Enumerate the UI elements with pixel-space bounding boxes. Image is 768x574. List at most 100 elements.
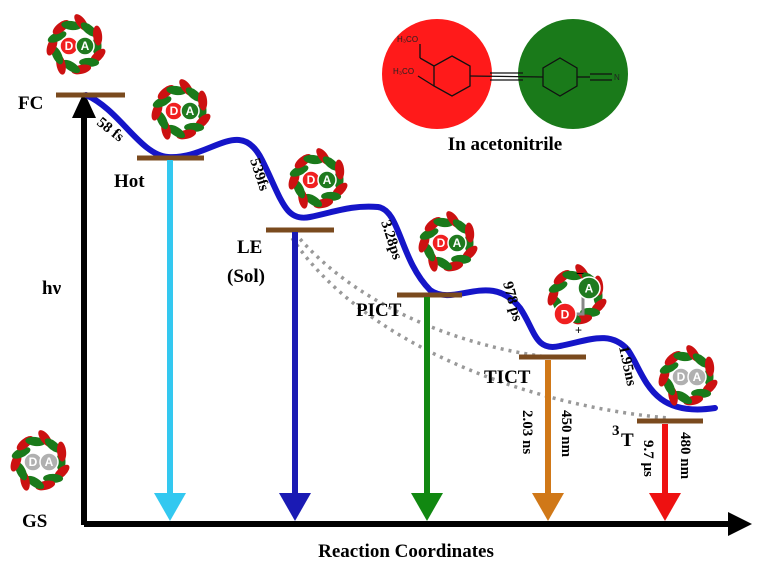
solvent-molecule-icon: [303, 154, 324, 165]
solvent-molecule-icon: [289, 165, 309, 177]
acceptor-circle: [447, 233, 467, 253]
solvent-molecule-icon: [198, 90, 208, 111]
solvent-shell-icon: [658, 345, 718, 406]
triplet-emission-arrowhead: [649, 493, 681, 521]
solvent-molecule-icon: [61, 20, 82, 31]
solvent-molecule-icon: [57, 441, 67, 462]
solvent-molecule-icon: [434, 256, 453, 271]
fc-label: FC: [18, 93, 43, 114]
minus-sign: −: [576, 265, 584, 281]
acceptor-letter: A: [323, 173, 332, 187]
acceptor-circle: [75, 36, 95, 56]
acceptor-anion-circle: [577, 276, 601, 300]
pict-emission-arrowhead: [411, 493, 443, 521]
le-emission-arrowhead: [279, 493, 311, 521]
le-sol-label: (Sol): [227, 266, 265, 287]
acceptor-region-circle: [518, 19, 628, 129]
donor-region-circle: [382, 19, 492, 129]
tict-t-time: 1.95ns: [615, 345, 639, 388]
y-axis-arrowhead: [72, 92, 96, 118]
solvent-shell-icon: [10, 430, 70, 491]
nitrile-label: N: [614, 73, 620, 82]
emission-labels: 2.03 ns 450 nm 9.7 μs 480 nm: [519, 410, 693, 480]
acceptor-circle: [687, 367, 707, 387]
solvent-molecule-icon: [25, 436, 46, 447]
solvent-molecule-icon: [167, 124, 186, 139]
solvent-molecule-icon: [335, 159, 345, 180]
energy-levels: [56, 92, 703, 424]
methoxy-label-bottom: H₃CO: [393, 67, 414, 76]
dotted-path-le-triplet: [290, 237, 669, 420]
solvent-molecule-icon: [152, 96, 172, 108]
donor-cation-circle: [553, 302, 577, 326]
acceptor-letter: A: [693, 370, 702, 384]
x-axis-arrowhead: [728, 512, 752, 536]
molecule-inset: H₃CO H₃CO N In acetonitrile: [382, 19, 628, 155]
solvent-shell-icon: [288, 148, 348, 209]
solvent-molecule-icon: [62, 59, 81, 74]
x-axis-label: Reaction Coordinates: [318, 541, 494, 562]
axes: [72, 92, 752, 536]
solvent-molecule-icon: [674, 390, 693, 405]
acceptor-letter: A: [453, 236, 462, 250]
solvent-shell-icon: [418, 211, 478, 272]
solvent-molecule-icon: [548, 281, 568, 293]
donor-letter: D: [437, 236, 446, 250]
acceptor-circle: [39, 452, 59, 472]
donor-letter: D: [307, 173, 316, 187]
solvent-molecule-icon: [47, 31, 67, 43]
acceptor-letter: A: [186, 104, 195, 118]
state-labels: FC Hot LE (Sol) PICT TICT 3 T GS hν Reac…: [18, 93, 634, 562]
solvent-caption: In acetonitrile: [448, 134, 563, 155]
pict-label: PICT: [356, 300, 402, 321]
hot-le-time: 539fs: [246, 156, 272, 193]
solvent-molecule-icon: [26, 475, 45, 490]
solvent-molecule-icon: [11, 447, 31, 459]
acceptor-circle: [317, 170, 337, 190]
tict-wavelength-label: 450 nm: [558, 410, 574, 458]
gs-label: GS: [22, 511, 47, 532]
solvent-molecule-icon: [673, 351, 694, 362]
donor-letter: D: [29, 455, 38, 469]
dotted-path-le-tict: [293, 231, 549, 359]
acceptor-letter: A: [585, 282, 594, 296]
solvent-molecule-icon: [166, 85, 187, 96]
solvent-molecule-icon: [93, 25, 103, 46]
pict-tict-time: 978 ps: [499, 280, 525, 323]
solvent-molecule-icon: [562, 270, 583, 281]
hot-emission-arrowhead: [154, 493, 186, 521]
solvent-shell-icon: [46, 14, 106, 75]
donor-letter: D: [677, 370, 686, 384]
molecule-cluster-tict: D A + −: [547, 264, 607, 337]
triplet-superscript: 3: [612, 423, 620, 439]
solvent-molecule-icon: [304, 193, 323, 208]
time-constants: 58 fs 539fs 3.28ps 978 ps 1.95ns: [94, 115, 640, 388]
tict-label: TICT: [484, 367, 531, 388]
le-label: LE: [237, 237, 262, 258]
acceptor-letter: A: [45, 455, 54, 469]
solvent-molecule-icon: [705, 356, 715, 377]
triplet-wavelength-label: 480 nm: [677, 432, 693, 480]
tict-lifetime-label: 2.03 ns: [519, 410, 535, 454]
chemical-structure-icon: [417, 44, 612, 97]
donor-letter: D: [65, 39, 74, 53]
donor-letter: D: [170, 104, 179, 118]
donor-letter: D: [561, 308, 570, 322]
triplet-lifetime-label: 9.7 μs: [640, 440, 656, 477]
tict-emission-arrowhead: [532, 493, 564, 521]
acceptor-circle: [180, 101, 200, 121]
solvent-molecule-icon: [659, 362, 679, 374]
plus-sign: +: [575, 323, 582, 337]
methoxy-label-top: H₃CO: [397, 35, 418, 44]
triplet-label: T: [621, 430, 634, 451]
